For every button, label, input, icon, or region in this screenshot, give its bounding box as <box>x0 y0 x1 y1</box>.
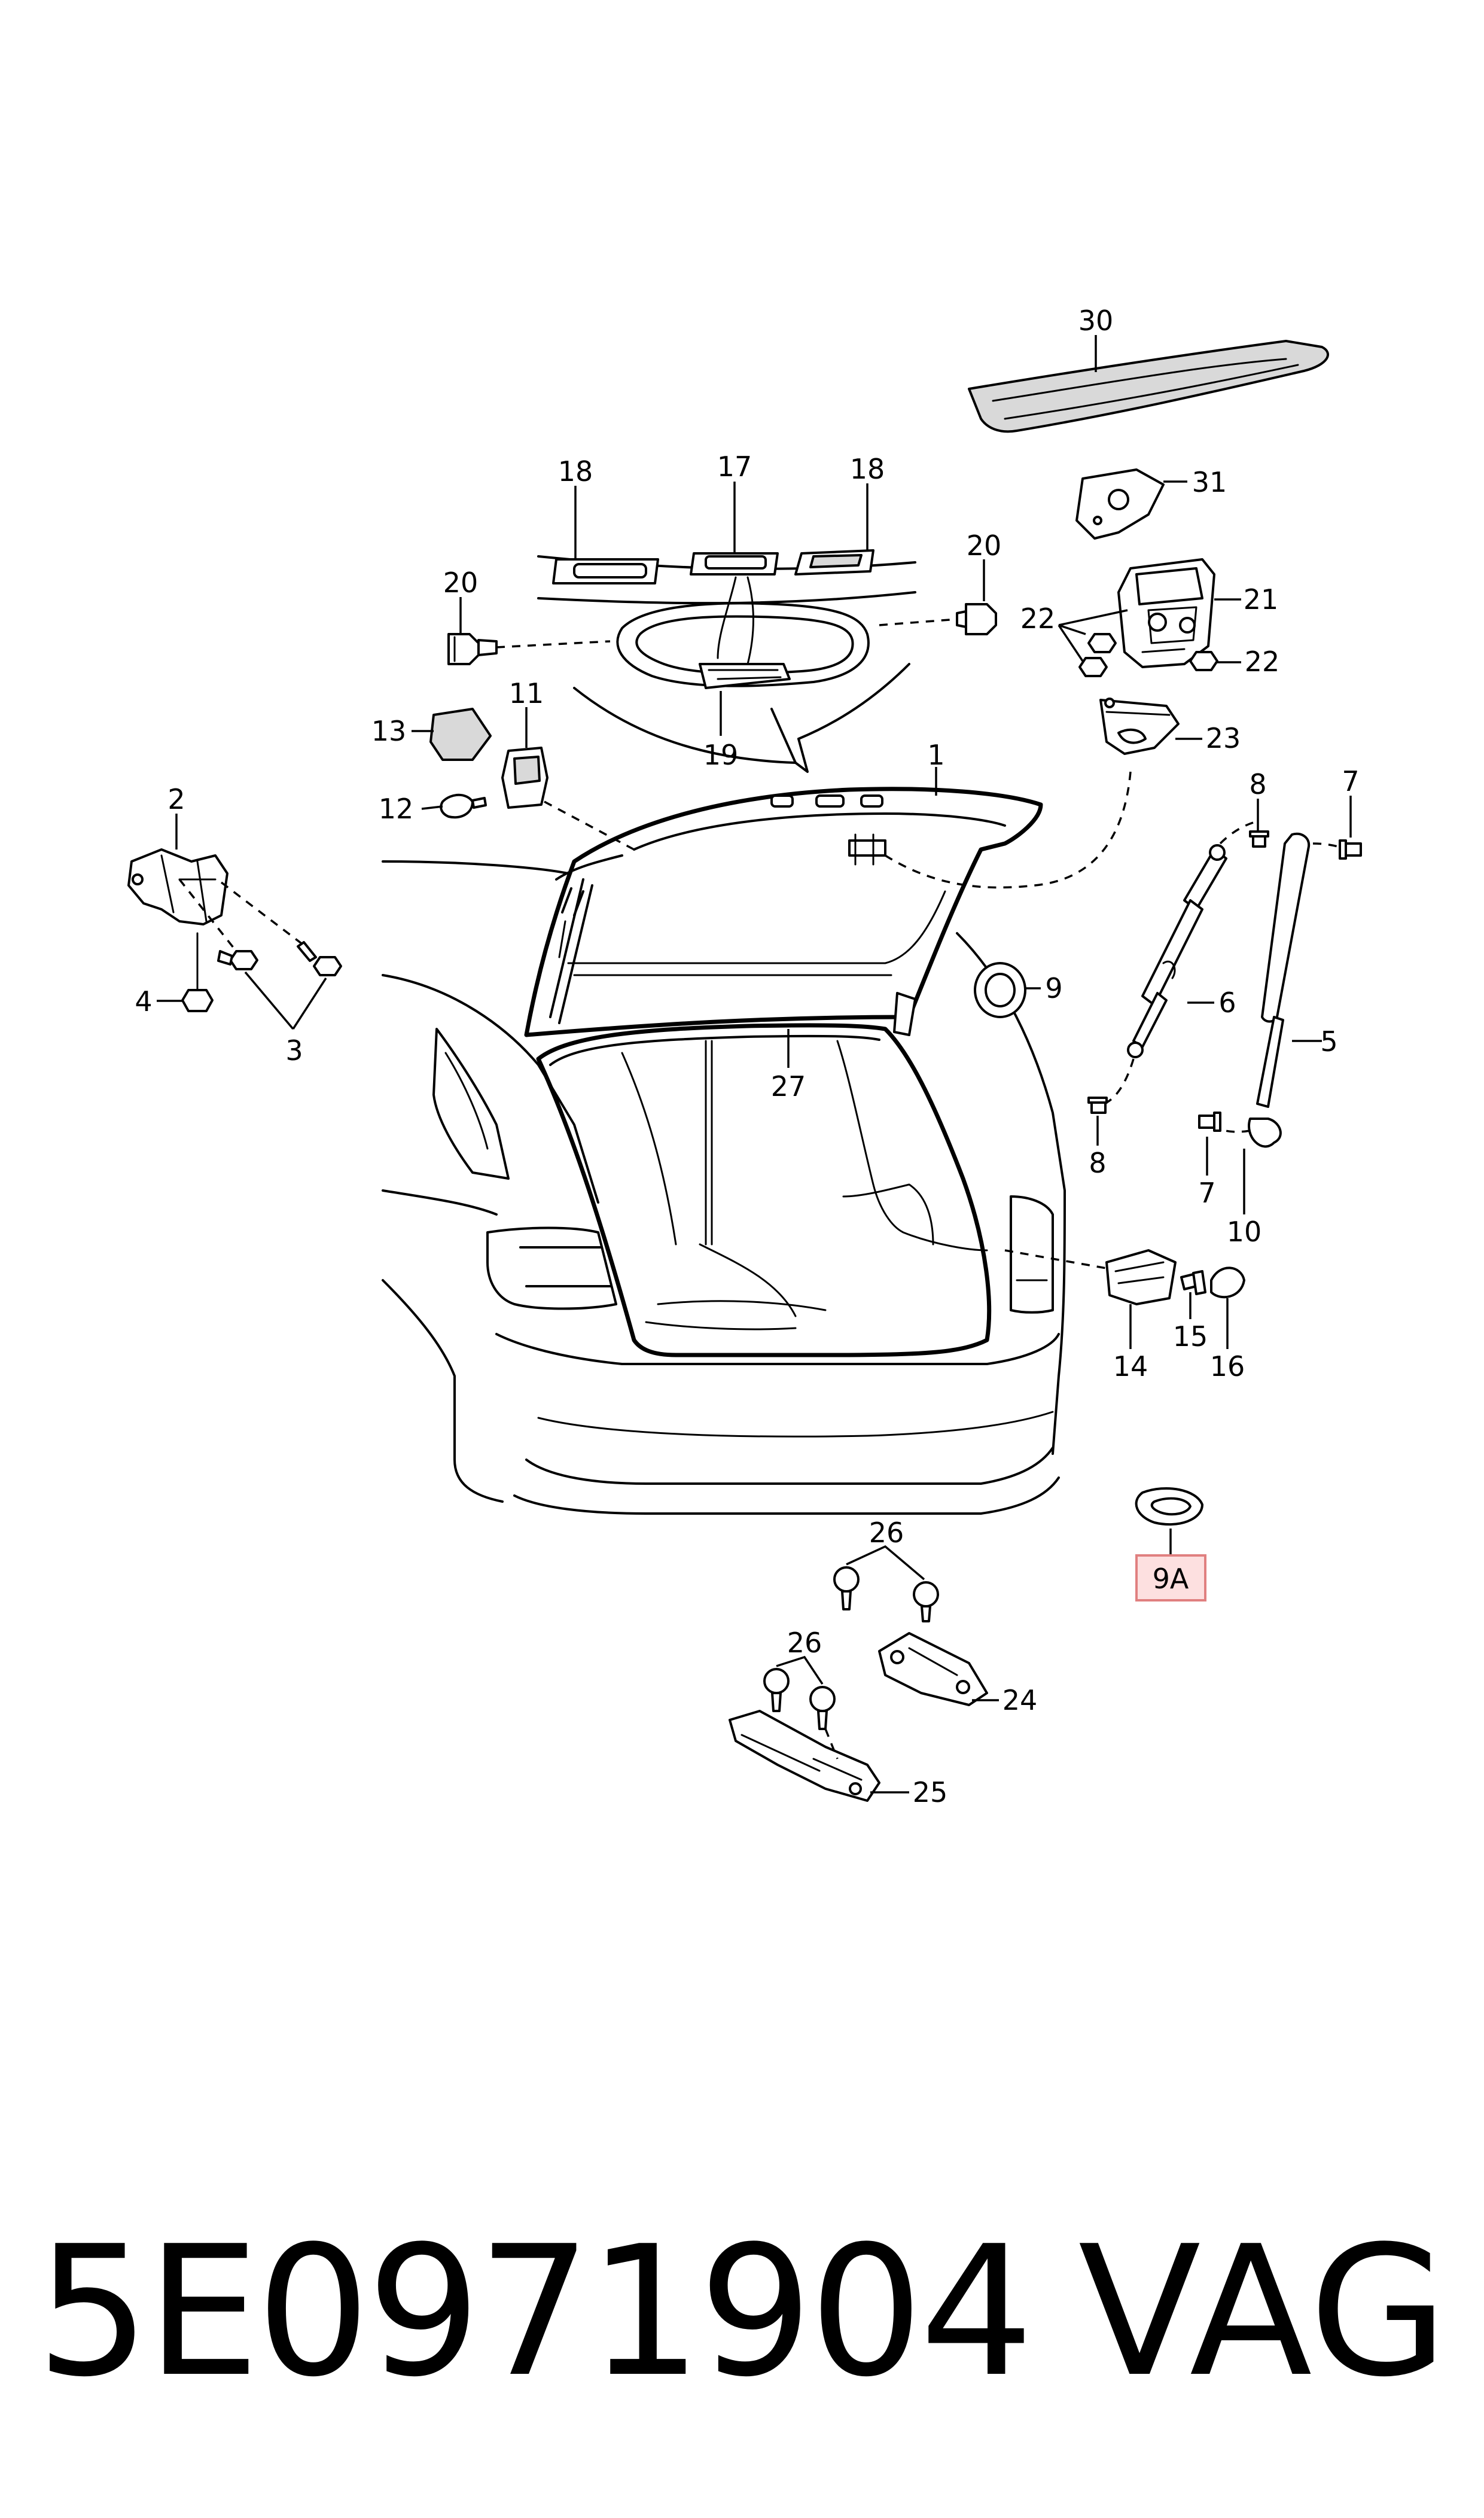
clip-part-20-left <box>447 633 498 665</box>
callout-7-top: 7 <box>1342 765 1359 797</box>
part-9a-highlight-box <box>1135 1554 1206 1601</box>
callout-3: 3 <box>285 1034 303 1067</box>
callout-8-bottom: 8 <box>1089 1147 1106 1179</box>
nut-22-left-b <box>1078 657 1108 677</box>
callout-5: 5 <box>1320 1025 1337 1058</box>
callout-labels: 1 2 3 4 5 6 7 7 8 8 9 9A 10 11 12 13 14 … <box>135 305 1359 1808</box>
leader-26-top <box>846 1545 925 1581</box>
callout-22-left: 22 <box>1020 602 1056 635</box>
cap-16 <box>1210 1266 1245 1299</box>
callout-25: 25 <box>913 1776 948 1808</box>
callout-4: 4 <box>135 985 152 1018</box>
hinge-leader-3b <box>220 881 305 946</box>
callout-15: 15 <box>1173 1320 1208 1353</box>
cap-13 <box>429 708 492 761</box>
brand-label: VAG <box>1078 2208 1448 2416</box>
callout-9a: 9A <box>1153 1563 1189 1595</box>
screw-26-a <box>833 1566 860 1610</box>
callout-23: 23 <box>1206 722 1241 754</box>
leader-3-a <box>244 971 294 1030</box>
callout-16: 16 <box>1210 1350 1245 1383</box>
callout-27: 27 <box>771 1070 806 1103</box>
callout-20-left: 20 <box>443 567 479 599</box>
callout-11: 11 <box>509 677 544 710</box>
callout-26-top: 26 <box>869 1517 904 1549</box>
leader-12 <box>421 805 443 810</box>
tailgate <box>524 787 1043 1037</box>
screw-26-d <box>809 1686 836 1730</box>
callout-30: 30 <box>1078 305 1114 337</box>
bolt-8-top <box>1249 830 1269 848</box>
callout-20-right: 20 <box>967 529 1002 562</box>
callout-8-top: 8 <box>1249 768 1266 800</box>
grommet-9 <box>974 962 1026 1018</box>
callout-6: 6 <box>1218 987 1236 1019</box>
callout-17: 17 <box>717 450 752 483</box>
hinge-25 <box>729 1710 880 1802</box>
screw-12 <box>440 793 487 819</box>
trunk-opening-seal <box>536 1023 992 1357</box>
screw-26-b <box>913 1581 939 1622</box>
car-body <box>382 860 1066 1515</box>
callout-13: 13 <box>371 715 407 747</box>
callout-19: 19 <box>703 739 739 771</box>
bracket-24 <box>878 1632 988 1706</box>
screw-26-c <box>763 1668 790 1712</box>
screw-15 <box>1180 1270 1206 1295</box>
leader-26-d-to-25 <box>824 1728 839 1759</box>
callout-22-right: 22 <box>1245 646 1280 678</box>
bracket-11 <box>501 747 548 809</box>
nut-22-left-a <box>1087 633 1117 653</box>
bolt-7-bottom <box>1198 1112 1221 1132</box>
nut-22-right <box>1189 651 1218 671</box>
callout-1: 1 <box>927 739 944 771</box>
bolt-3-a <box>217 950 258 970</box>
callout-14: 14 <box>1113 1350 1148 1383</box>
callout-24: 24 <box>1002 1684 1038 1716</box>
leader-11-to-gate <box>544 800 635 851</box>
callout-7-bottom: 7 <box>1198 1177 1215 1209</box>
gas-strut-5 <box>1211 832 1346 1148</box>
callout-31: 31 <box>1192 466 1227 498</box>
grommet-9a <box>1135 1487 1203 1526</box>
bracket-31 <box>1075 468 1165 540</box>
switch-14 <box>1004 1249 1177 1305</box>
bolt-7-top <box>1339 839 1362 860</box>
callout-18-left: 18 <box>558 455 593 488</box>
callout-12: 12 <box>379 793 414 825</box>
callout-9: 9 <box>1045 972 1062 1004</box>
callout-18-right: 18 <box>850 453 885 485</box>
nut-4 <box>181 932 214 1012</box>
part-number-label: 5E0971904 <box>36 2208 1034 2416</box>
bolt-8-bottom <box>1087 1097 1108 1114</box>
callout-21: 21 <box>1244 583 1279 616</box>
leader-26-bottom <box>776 1655 824 1685</box>
clip-part-20-right <box>956 603 997 635</box>
spoiler <box>968 340 1329 433</box>
leader-14-to-body <box>1004 1249 1107 1269</box>
callout-2: 2 <box>167 783 185 815</box>
striker-23 <box>885 698 1180 889</box>
callout-26-bottom: 26 <box>787 1627 822 1659</box>
callout-10: 10 <box>1227 1216 1262 1248</box>
light-bar-detail <box>496 549 958 773</box>
hinge-2 <box>127 848 228 925</box>
gas-strut-6 <box>1103 821 1254 1105</box>
bolt-3-b <box>297 941 342 976</box>
leader-22-left <box>1058 609 1128 662</box>
leader-3-b <box>292 978 327 1030</box>
